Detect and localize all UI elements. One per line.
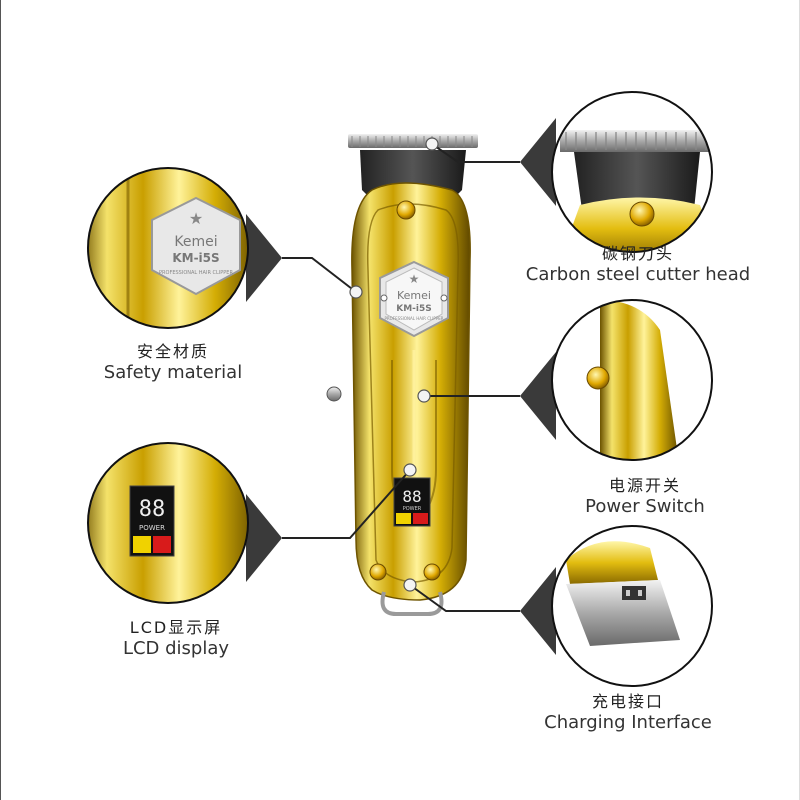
- svg-text:88: 88: [139, 497, 166, 522]
- caption-cutter-cn: 碳钢刀头: [601, 244, 674, 263]
- zoom-power-switch: [551, 299, 713, 461]
- svg-text:KM-i5S: KM-i5S: [172, 251, 219, 265]
- caption-safety-cn: 安全材质: [136, 342, 209, 361]
- caption-power-switch: 电源开关 Power Switch: [560, 476, 730, 518]
- caption-lcd-cn: LCD显示屏: [129, 618, 223, 637]
- brand-text: Kemei: [397, 289, 431, 302]
- blade: [348, 134, 478, 148]
- caption-lcd-en: LCD display: [122, 638, 230, 659]
- svg-text:POWER: POWER: [139, 524, 165, 532]
- caption-switch-cn: 电源开关: [608, 476, 681, 495]
- svg-text:★: ★: [409, 272, 420, 286]
- lcd-digits: 88: [402, 487, 421, 506]
- zoom-cutter-head: [551, 91, 713, 253]
- svg-text:Kemei: Kemei: [174, 234, 217, 250]
- callout-wedges: [246, 118, 556, 655]
- clipper-body: ★ Kemei KM-i5S PROFESSIONAL HAIR CLIPPER…: [326, 134, 478, 616]
- callout-dots: [349, 137, 439, 592]
- svg-text:★: ★: [189, 209, 203, 228]
- caption-safety-en: Safety material: [103, 362, 243, 383]
- zoom-charging-interface: [551, 525, 713, 687]
- model-text: KM-i5S: [396, 304, 432, 314]
- caption-switch-en: Power Switch: [585, 496, 705, 517]
- caption-charging-cn: 充电接口: [591, 692, 664, 711]
- caption-charging-interface: 充电接口 Charging Interface: [530, 692, 726, 734]
- callout-lines: [282, 143, 520, 612]
- caption-cutter-head: 碳钢刀头 Carbon steel cutter head: [520, 244, 756, 286]
- zoom-lcd-display: 88 POWER: [87, 442, 249, 604]
- power-button: [326, 386, 342, 402]
- lcd-label: POWER: [403, 506, 422, 512]
- caption-lcd-display: LCD显示屏 LCD display: [88, 618, 264, 660]
- charging-hook: [380, 591, 444, 616]
- left-border-line: [0, 0, 1, 800]
- caption-cutter-en: Carbon steel cutter head: [525, 264, 751, 285]
- zoom-safety-material: ★ Kemei KM-i5S PROFESSIONAL HAIR CLIPPER: [87, 167, 249, 329]
- svg-text:PROFESSIONAL HAIR CLIPPER: PROFESSIONAL HAIR CLIPPER: [159, 270, 233, 276]
- plate-text: PROFESSIONAL HAIR CLIPPER: [384, 316, 443, 321]
- caption-charging-en: Charging Interface: [544, 712, 712, 733]
- caption-safety-material: 安全材质 Safety material: [88, 342, 258, 384]
